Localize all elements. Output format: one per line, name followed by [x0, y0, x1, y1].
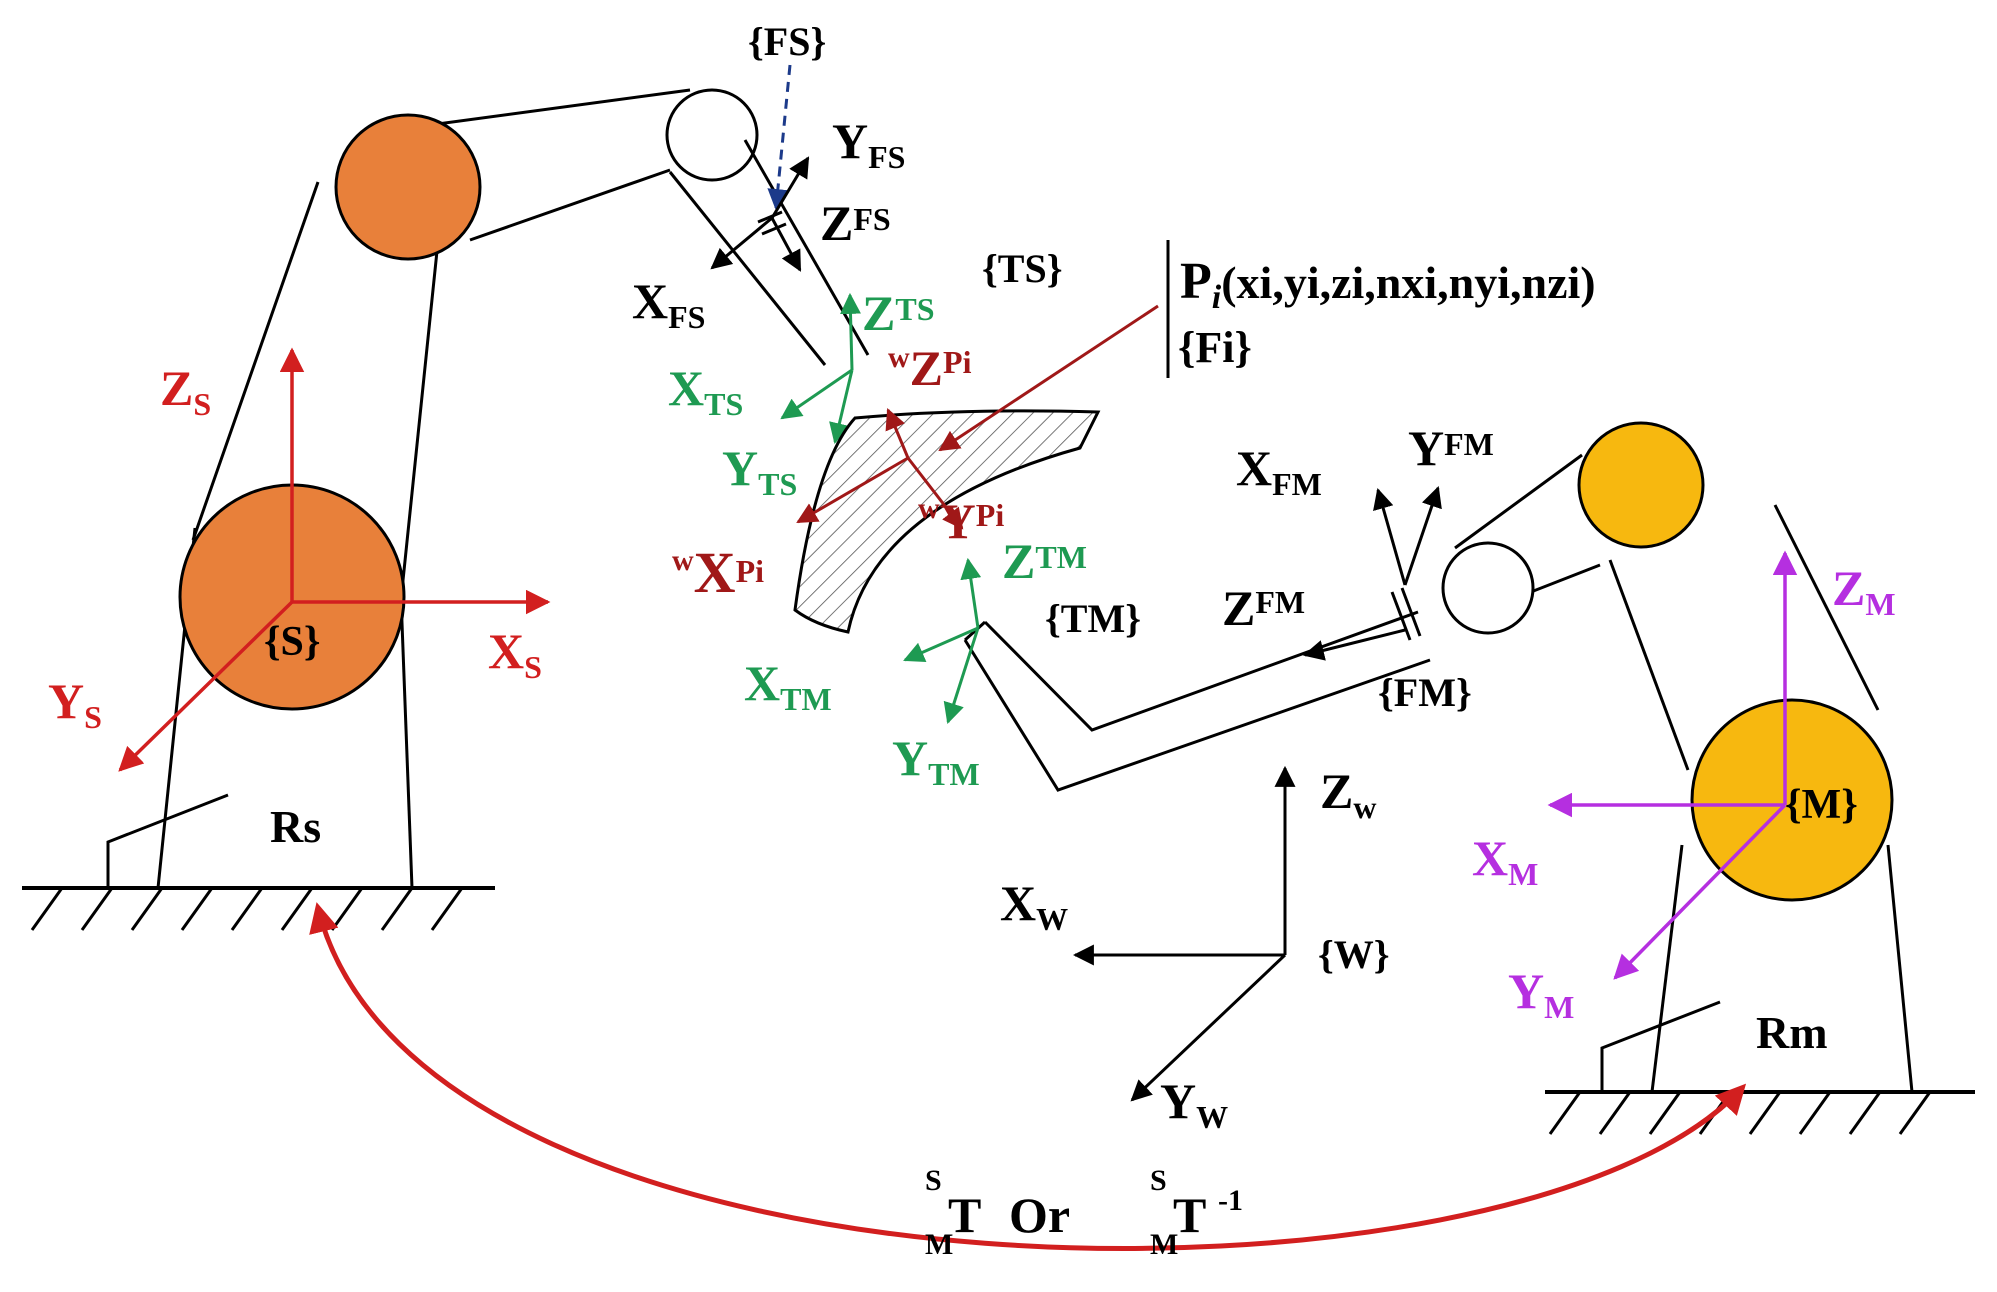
force-sensor-master-frame: XFM YFM ZFM {FM} — [1222, 420, 1494, 715]
slave-x-label: XS — [488, 623, 542, 685]
ts-x-label: XTS — [668, 360, 743, 422]
tm-frame-name: {TM} — [1045, 596, 1141, 641]
fm-z-axis — [1302, 628, 1406, 661]
pi-x-axis — [796, 456, 909, 524]
master-z-label: ZM — [1832, 560, 1896, 622]
pi-y-label: wYPi — [918, 492, 1004, 549]
fm-x-axis — [1373, 487, 1407, 586]
pi-frame-name: {Fi} — [1178, 323, 1252, 372]
tm-z-label: ZTM — [1002, 533, 1087, 589]
world-y-axis — [1130, 953, 1287, 1102]
slave-frame-s: {S} XS ZS YS — [48, 347, 551, 772]
slave-y-label: YS — [48, 673, 102, 735]
fm-x-label: XFM — [1236, 440, 1322, 502]
fm-frame-name: {FM} — [1378, 670, 1472, 715]
pi-x-label: wXPi — [672, 540, 764, 605]
pi-z-axis — [885, 408, 910, 459]
fm-y-label: YFM — [1408, 420, 1494, 476]
fs-z-label: ZFS — [820, 195, 891, 251]
master-x-label: XM — [1472, 830, 1538, 892]
ts-z-label: ZTS — [862, 285, 935, 341]
master-wrist-joint — [1441, 541, 1535, 635]
tool-master-frame: {TM} ZTM XTM YTM — [744, 533, 1141, 792]
tm-y-label: YTM — [892, 730, 980, 792]
fs-x-axis — [710, 216, 773, 270]
tm-x-axis — [903, 626, 979, 663]
fs-z-axis — [770, 217, 802, 272]
point-frame-pi: wZPi wXPi wYPi Pi(xi,yi,zi,nxi,nyi,nzi) … — [672, 240, 1596, 605]
fs-y-axis — [770, 156, 810, 219]
fs-y-label: YFS — [832, 113, 905, 175]
ts-y-label: YTS — [722, 440, 797, 502]
slave-frame-name: {S} — [264, 619, 320, 665]
pi-y-axis — [906, 457, 964, 530]
master-frame-name: {M} — [1785, 782, 1858, 828]
tm-x-label: XTM — [744, 655, 832, 717]
world-x-label: XW — [1000, 875, 1068, 937]
tm-z-axis — [960, 557, 982, 629]
master-y-label: YM — [1508, 963, 1574, 1025]
world-y-label: YW — [1160, 1073, 1228, 1135]
slave-upper-joint — [334, 113, 482, 261]
slave-robot: Rs — [22, 88, 870, 931]
pi-point-label: Pi(xi,yi,zi,nxi,nyi,nzi) — [1180, 253, 1596, 316]
fs-pointer-arrow — [767, 64, 792, 211]
base-transform-arrow — [309, 902, 1747, 1251]
ts-z-axis — [840, 292, 862, 371]
master-base-label: Rm — [1756, 1007, 1828, 1058]
pi-normal-pointer — [938, 304, 1159, 452]
slave-base-plate — [106, 793, 229, 888]
ts-frame-name: {TS} — [982, 246, 1062, 291]
fs-x-label: XFS — [632, 273, 705, 335]
slave-tool — [668, 139, 870, 366]
fm-y-axis — [1403, 486, 1442, 586]
slave-ground-hatching — [30, 887, 464, 931]
slave-wrist-joint — [665, 88, 759, 182]
world-frame-name: {W} — [1318, 932, 1390, 977]
world-frame-w: {W} Zw XW YW — [1000, 763, 1390, 1135]
master-frame-m: {M} ZM XM YM — [1472, 550, 1896, 1025]
tool-slave-frame: {TS} ZTS XTS YTS — [668, 246, 1062, 502]
ts-y-axis — [829, 369, 854, 445]
world-z-label: Zw — [1320, 763, 1376, 825]
transform-label: S M T Or S M T -1 — [925, 1145, 1243, 1265]
ts-x-axis — [780, 368, 853, 420]
slave-z-label: ZS — [160, 360, 211, 422]
pi-z-label: wZPi — [888, 340, 972, 396]
fm-z-label: ZFM — [1222, 580, 1305, 636]
master-ground-hatching — [1548, 1091, 1932, 1135]
master-upper-joint — [1577, 421, 1705, 549]
fs-frame-name: {FS} — [748, 19, 826, 64]
curved-workpiece — [793, 409, 1101, 634]
slave-y-axis — [118, 600, 294, 772]
master-tool — [963, 587, 1431, 792]
tm-y-axis — [943, 627, 980, 725]
master-robot: Rm — [1441, 421, 1975, 1135]
force-sensor-slave-frame: {FS} YFS ZFS XFS — [632, 19, 905, 335]
slave-base-label: Rs — [270, 801, 321, 852]
